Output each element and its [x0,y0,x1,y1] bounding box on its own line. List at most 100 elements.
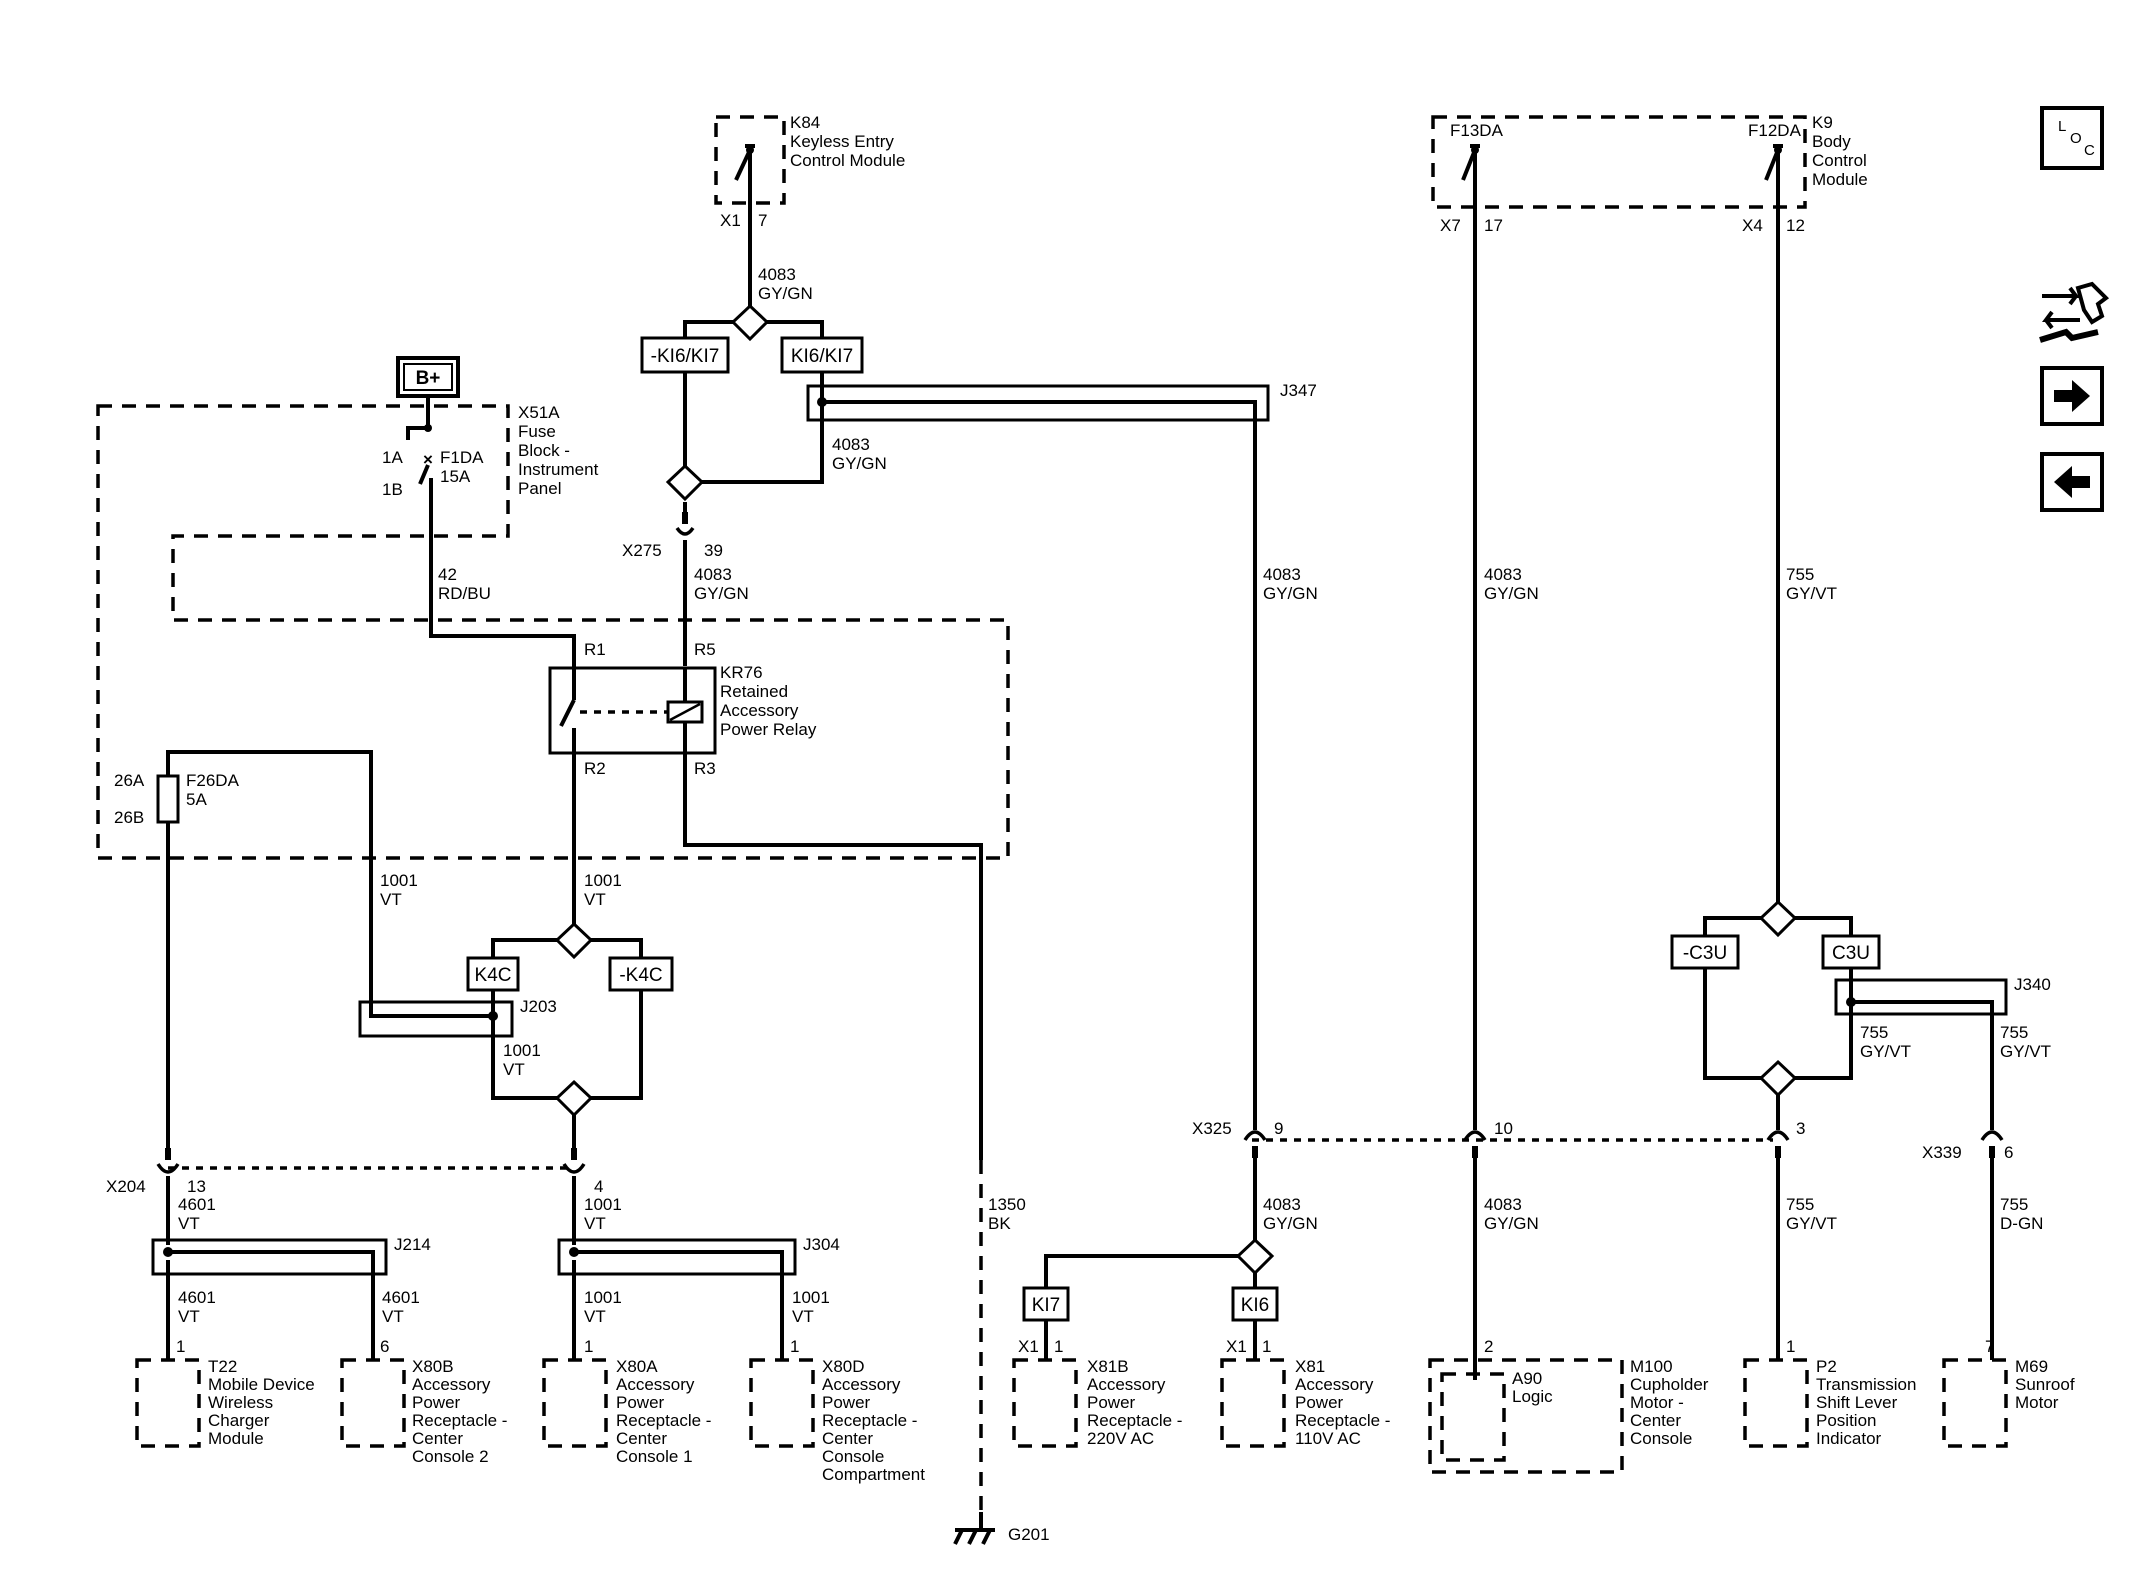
w-755-j340-l-circuit: 755 [1860,1023,1888,1042]
k9-pin-right: 12 [1786,216,1805,235]
next-button[interactable] [2040,366,2104,426]
t22-outline [135,1358,201,1448]
wire-k4c-down [491,990,557,1100]
w-4601-x80b-color: VT [382,1307,404,1326]
m69-line-1: Sunroof [2015,1375,2075,1394]
wire-j304-to-x80d [574,1250,784,1360]
w-4083-top-color: GY/GN [758,284,813,303]
x80a-outline [542,1358,608,1448]
wire-branch-ki7 [1044,1254,1238,1288]
loc-button[interactable]: L O C [2040,106,2104,170]
m100-line-1: Cupholder [1630,1375,1709,1394]
kr76-line-1: Retained [720,682,788,701]
j340-splice-dot [1846,997,1856,1007]
w-4601-x204-color: VT [178,1214,200,1233]
j203-label: J203 [520,997,557,1016]
battery-label: B+ [416,368,441,389]
m100-pin: 2 [1484,1337,1493,1356]
x80d-outline [749,1358,815,1448]
diamond-k84-option [730,303,770,342]
w-4083-x325-color: GY/GN [1263,1214,1318,1233]
option-label-ki6: KI6 [1241,1295,1270,1316]
w-4083-a90-color: GY/GN [1484,1214,1539,1233]
x51a-line-2: Block - [518,441,570,460]
x80d-line-3: Receptacle - [822,1411,917,1430]
x81b-conn: X1 [1018,1337,1039,1356]
x80d-id: X80D [822,1357,865,1376]
option-box-c3u [1821,934,1881,970]
f26da-rating: 5A [186,790,207,809]
x80d-line-1: Accessory [822,1375,901,1394]
w-755-p2-color: GY/VT [1786,1214,1837,1233]
j214-label: J214 [394,1235,431,1254]
p2-line-3: Position [1816,1411,1876,1430]
x80b-id: X80B [412,1357,454,1376]
k9-conn-right: X4 [1742,216,1763,235]
x80b-line-1: Accessory [412,1375,491,1394]
w-4083-x275-color: GY/GN [694,584,749,603]
w-755-p2-circuit: 755 [1786,1195,1814,1214]
w-4083-a90-circuit: 4083 [1484,1195,1522,1214]
option-label-ki7: KI7 [1032,1295,1061,1316]
x80b-line-3: Receptacle - [412,1411,507,1430]
option-label-neg-k4c: -K4C [619,965,662,986]
j214-splice-dot [163,1247,173,1257]
f12da-switch [1764,144,1783,181]
a90-id: A90 [1512,1369,1542,1388]
j304-splice-outline [557,1238,797,1276]
t22-line-1: Mobile Device [208,1375,315,1394]
k84-module-outline [714,115,786,205]
x81b-line-2: Power [1087,1393,1136,1412]
g201-label: G201 [1008,1525,1050,1544]
k84-line-2: Control Module [790,151,905,170]
f26da-pin-a: 26A [114,771,145,790]
wire-j347-run [822,400,1257,1130]
j347-splice-dot [817,397,827,407]
x51a-line-4: Panel [518,479,561,498]
service-icon[interactable] [2036,280,2110,346]
w-4601-t22-circuit: 4601 [178,1288,216,1307]
f13da-switch [1461,144,1480,181]
p2-line-4: Indicator [1816,1429,1882,1448]
w-4083-k9-circuit: 4083 [1484,565,1522,584]
x80a-line-1: Accessory [616,1375,695,1394]
x51a-line-1: Fuse [518,422,556,441]
f26da-fuse [156,774,180,824]
m69-outline [1942,1358,2008,1448]
k9-switch-right-label: F12DA [1748,121,1802,140]
m100-line-2: Motor - [1630,1393,1684,1412]
option-box-neg-k4c [608,956,674,992]
w-1001-x204-color: VT [584,1214,606,1233]
j340-splice-outline [1834,978,2008,1016]
x80d-line-4: Center [822,1429,873,1448]
j347-splice-outline [806,384,1270,422]
option-label-c3u: C3U [1832,943,1870,964]
x80b-line-2: Power [412,1393,461,1412]
x204-id: X204 [106,1177,146,1196]
wire-ki6ki7-down [702,372,824,484]
x80b-pin: 6 [380,1337,389,1356]
wire-branch-ki6ki7 [767,320,824,338]
w-4083-j347-circuit: 4083 [1263,565,1301,584]
w-755-k9-color: GY/VT [1786,584,1837,603]
x80d-line-2: Power [822,1393,871,1412]
prev-button[interactable] [2040,452,2104,512]
kr76-r3: R3 [694,759,716,778]
f1da-pin-b: 1B [382,480,403,499]
kr76-r2: R2 [584,759,606,778]
k9-line-1: Body [1812,132,1851,151]
w-42-circuit: 42 [438,565,457,584]
diamond-k4c-join [554,1079,594,1118]
x80d-pin: 1 [790,1337,799,1356]
x204-connector-symbol [156,1148,180,1174]
k9-switch-left-label: F13DA [1450,121,1504,140]
x325-b-connector-symbol [1463,1130,1487,1158]
x80a-pin: 1 [584,1337,593,1356]
kr76-r5: R5 [694,640,716,659]
wire-1350-to-ground [683,753,983,1160]
k9-line-2: Control [1812,151,1867,170]
arrow-left-icon [2054,466,2090,498]
w-1001-f26-circuit: 1001 [380,871,418,890]
